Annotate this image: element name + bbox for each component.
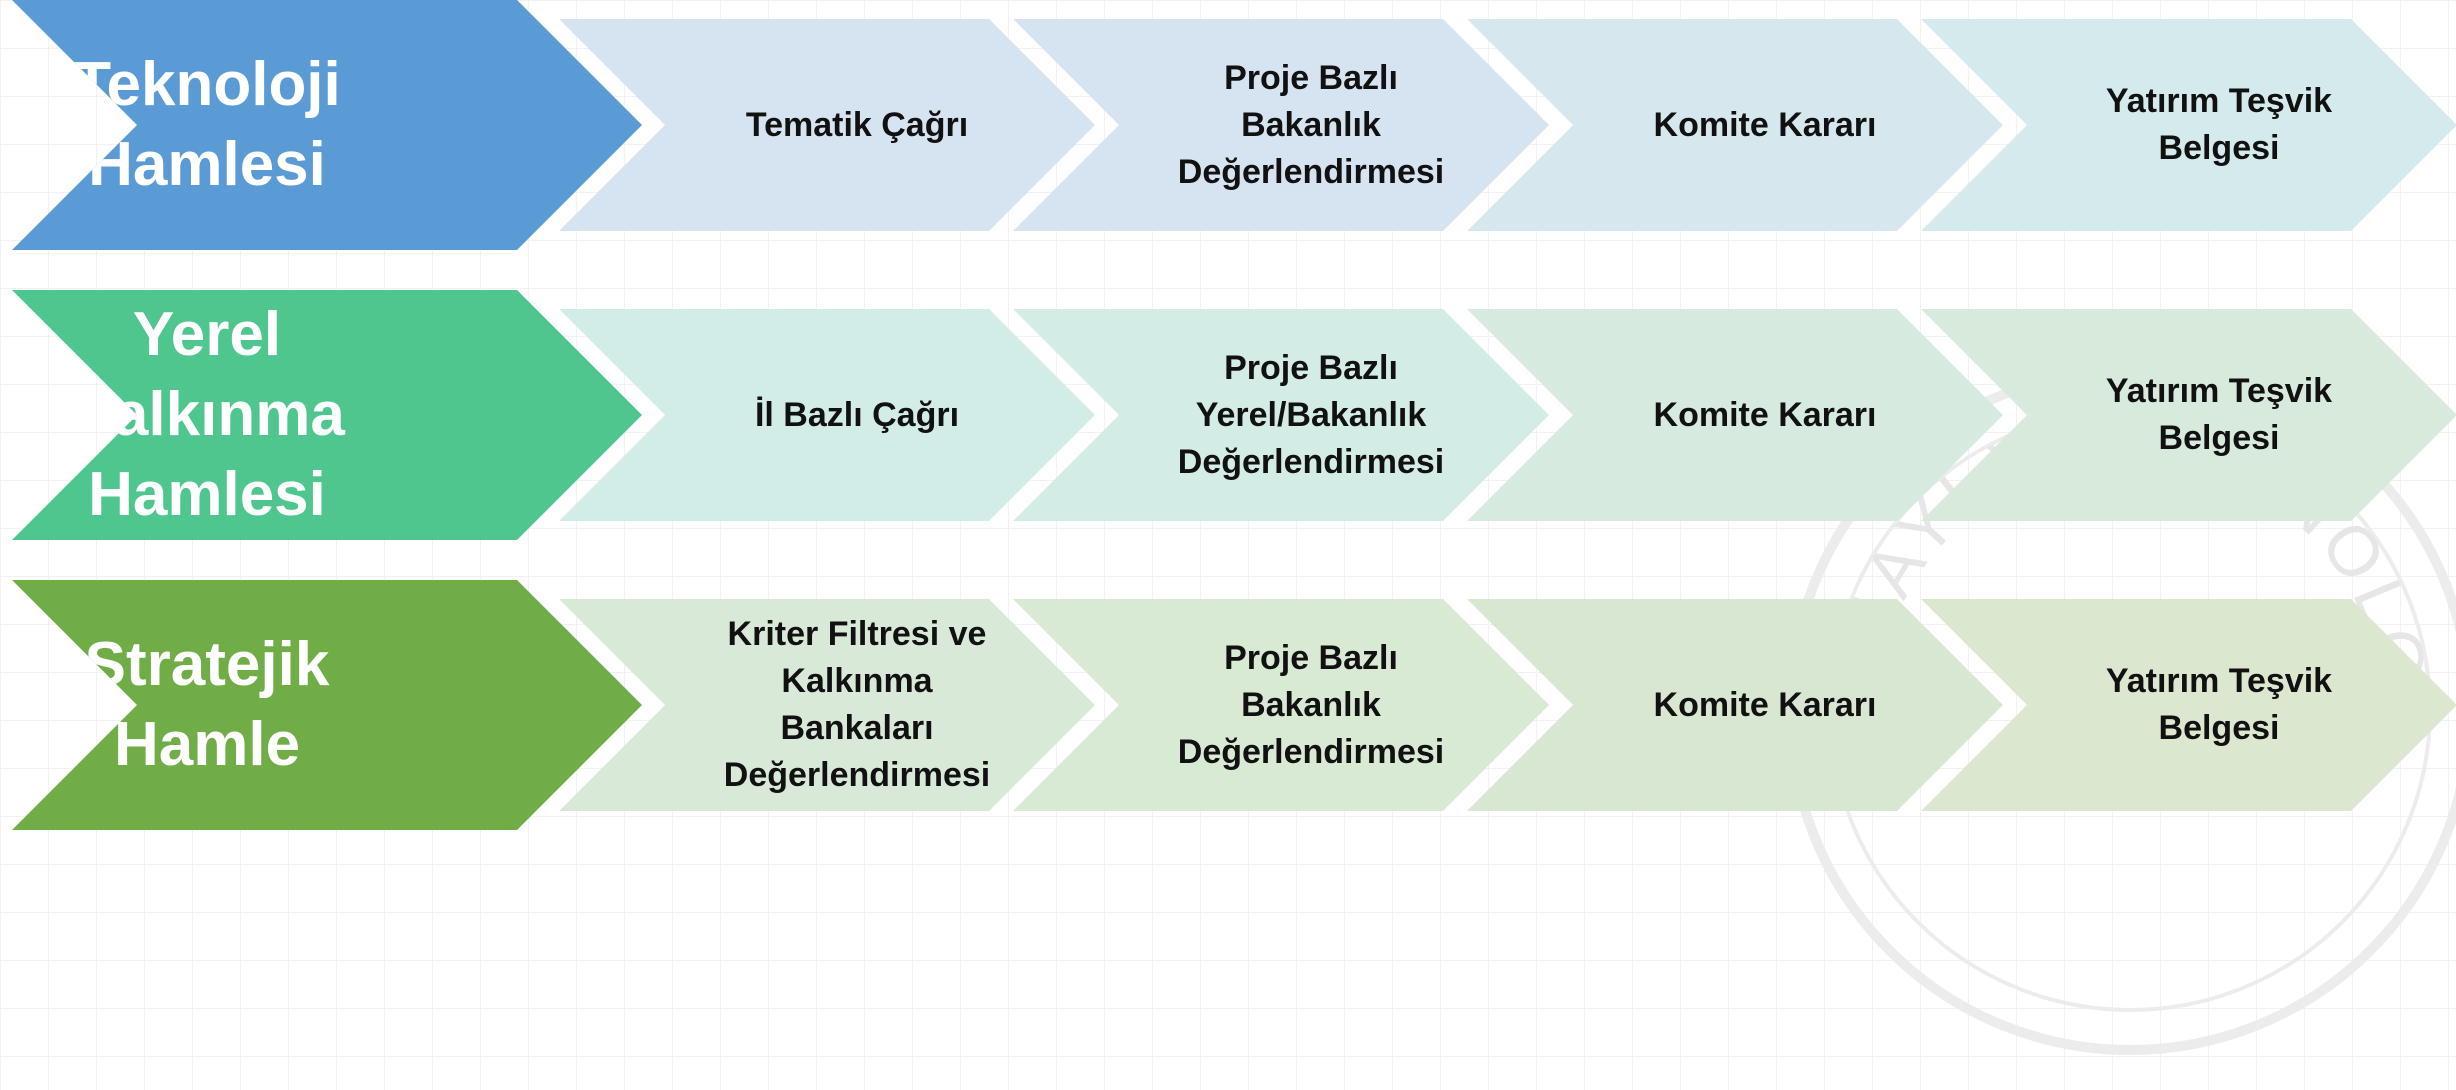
step-line: Değerlendirmesi bbox=[1177, 442, 1445, 481]
step-line: Belgesi bbox=[2158, 129, 2280, 167]
step-line: Kalkınma bbox=[781, 662, 933, 700]
head-line: Hamlesi bbox=[88, 460, 326, 529]
step-line: Kriter Filtresi ve bbox=[727, 615, 987, 653]
step-line: Bankaları bbox=[780, 709, 934, 747]
step-line: Değerlendirmesi bbox=[723, 756, 991, 794]
step-line: Tematik Çağrı bbox=[745, 105, 969, 144]
step-line: Proje Bazlı bbox=[1224, 638, 1398, 677]
step-line: Yerel/Bakanlık bbox=[1195, 395, 1427, 434]
step-line: Bakanlık bbox=[1241, 105, 1381, 144]
head-line: Hamle bbox=[113, 710, 301, 779]
step-line: Proje Bazlı bbox=[1224, 58, 1398, 97]
chevron-step: Yatırım Teşvik Belgesi bbox=[1921, 309, 2456, 521]
chevron-head: Yerel Kalkınma Hamlesi bbox=[12, 290, 642, 540]
step-line: İl Bazlı Çağrı bbox=[754, 395, 960, 434]
row-stratejik-hamle: Stratejik Hamle Kriter Filtresi ve Kalkı… bbox=[0, 580, 2456, 830]
step-line: Yatırım Teşvik bbox=[2105, 82, 2333, 120]
step-line: Komite Kararı bbox=[1653, 105, 1877, 144]
head-line: Stratejik bbox=[84, 630, 330, 699]
row-yerel-kalkinma-hamlesi: Yerel Kalkınma Hamlesi İl Bazlı Çağrı Pr… bbox=[0, 290, 2456, 540]
step-line: Komite Kararı bbox=[1653, 395, 1877, 434]
step-line: Proje Bazlı bbox=[1224, 348, 1398, 387]
step-line: Belgesi bbox=[2158, 709, 2280, 747]
head-line: Hamlesi bbox=[88, 130, 326, 199]
step-line: Bakanlık bbox=[1241, 685, 1381, 724]
chevron-head: Teknoloji Hamlesi bbox=[12, 0, 642, 250]
head-line: Yerel bbox=[132, 300, 282, 369]
step-line: Belgesi bbox=[2158, 419, 2280, 457]
step-line: Yatırım Teşvik bbox=[2105, 372, 2333, 410]
step-line: Değerlendirmesi bbox=[1177, 152, 1445, 191]
head-line: Kalkınma bbox=[69, 380, 345, 449]
chevron-head: Stratejik Hamle bbox=[12, 580, 642, 830]
step-line: Yatırım Teşvik bbox=[2105, 662, 2333, 700]
step-line: Değerlendirmesi bbox=[1177, 732, 1445, 771]
row-teknoloji-hamlesi: Teknoloji Hamlesi Tematik Çağrı Proje Ba… bbox=[0, 0, 2456, 250]
step-line: Komite Kararı bbox=[1653, 685, 1877, 724]
head-line: Teknoloji bbox=[73, 50, 341, 119]
